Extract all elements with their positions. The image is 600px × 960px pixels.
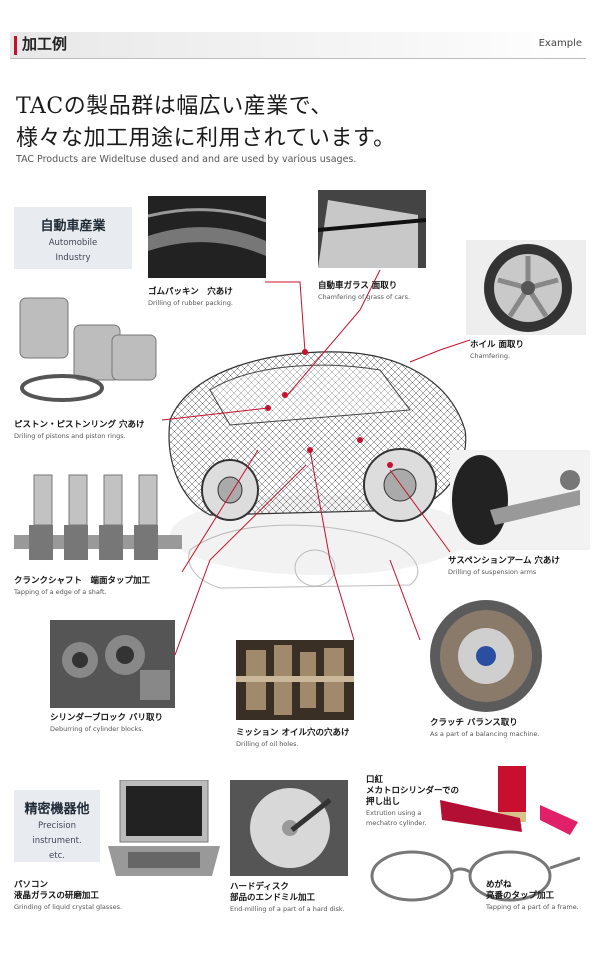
rubber-packing-photo [148, 196, 266, 278]
category-automobile: 自動車産業 Automobile Industry [14, 207, 132, 269]
header-accent-mark [14, 36, 17, 55]
headline-line-2: 様々な加工用途に利用されています。 [16, 126, 396, 151]
label-rubber-packing-jp: ゴムパッキン 穴あけ [148, 287, 233, 297]
category-precision-sub1: Precision [38, 821, 76, 831]
label-suspension-en: Drilling of suspension arms [448, 568, 537, 576]
label-glasses: めがね 亮番のタップ加工 Tapping of a part of a fram… [486, 880, 579, 912]
label-suspension: サスペンションアーム 穴あけ Drilling of suspension ar… [448, 556, 560, 577]
label-car-glass-jp: 自動車ガラス 面取り [318, 281, 398, 291]
piston-photo [12, 290, 162, 408]
headline-line-1: TACの製品群は幅広い産業で、 [16, 94, 333, 119]
transmission-gear-photo [236, 640, 354, 720]
section-subtitle: Example [538, 38, 582, 49]
label-lipstick-jp2: メカトロシリンダーでの [366, 786, 459, 796]
headline-english: TAC Products are Wideltuse dused and and… [16, 154, 357, 165]
label-cylinder-block-jp: シリンダーブロック バリ取り [50, 713, 163, 723]
label-pc-jp2: 液晶ガラスの研磨加工 [14, 891, 99, 901]
cylinder-block-photo [50, 620, 175, 708]
category-precision-sub2: instrument. [32, 836, 82, 846]
wireframe-car-image [150, 330, 480, 600]
label-crankshaft: クランクシャフト 端面タップ加工 Tapping of a edge of a … [14, 576, 150, 597]
label-suspension-jp: サスペンションアーム 穴あけ [448, 556, 560, 566]
label-crankshaft-jp: クランクシャフト 端面タップ加工 [14, 576, 151, 586]
label-glasses-en: Tapping of a part of a frame. [486, 903, 579, 911]
crankshaft-photo [14, 470, 182, 570]
wheel-photo [466, 240, 586, 335]
section-title: 加工例 [22, 35, 68, 53]
label-hdd-jp1: ハードディスク [230, 882, 289, 892]
label-wheel-jp: ホイル 面取り [470, 340, 524, 350]
label-lipstick-jp3: 押し出し [366, 797, 401, 807]
label-hdd: ハードディスク 部品のエンドミル加工 End-milling of a part… [230, 882, 345, 914]
suspension-photo [450, 450, 590, 550]
category-automobile-title: 自動車産業 [40, 219, 106, 234]
label-piston: ピストン・ピストンリング 穴あけ Driling of pistons and … [14, 420, 144, 441]
section-header-bar [10, 32, 586, 59]
label-clutch-jp: クラッチ バランス取り [430, 718, 518, 728]
category-precision-sub3: etc. [49, 851, 65, 861]
label-glasses-jp1: めがね [486, 880, 512, 890]
label-lipstick: 口紅 メカトロシリンダーでの 押し出し Extrution using a me… [366, 775, 459, 828]
label-piston-en: Driling of pistons and piston rings. [14, 432, 126, 440]
lipstick-photo [430, 760, 580, 840]
label-car-glass-en: Chamfering of grass of cars. [318, 293, 411, 301]
label-mission: ミッション オイル穴の穴あけ Drilling of oil holes. [236, 728, 349, 749]
label-car-glass: 自動車ガラス 面取り Chamfering of grass of cars. [318, 281, 410, 302]
category-precision-title: 精密機器他 [24, 802, 90, 817]
car-glass-photo [318, 190, 426, 268]
label-crankshaft-en: Tapping of a edge of a shaft. [14, 588, 107, 596]
label-rubber-packing: ゴムパッキン 穴あけ Drilling of rubber packing. [148, 287, 233, 308]
label-lipstick-jp1: 口紅 [366, 775, 384, 785]
category-automobile-sub2: Industry [55, 253, 91, 263]
label-rubber-packing-en: Drilling of rubber packing. [148, 299, 233, 307]
label-pc: パソコン 液晶ガラスの研磨加工 Grinding of liquid cryst… [14, 880, 122, 912]
label-cylinder-block-en: Deburring of cylinder blocks. [50, 725, 144, 733]
label-wheel-en: Chamfering. [470, 352, 511, 360]
clutch-photo [418, 598, 548, 714]
label-wheel: ホイル 面取り Chamfering. [470, 340, 524, 361]
category-precision: 精密機器他 Precision instrument. etc. [14, 790, 100, 862]
label-cylinder-block: シリンダーブロック バリ取り Deburring of cylinder blo… [50, 713, 163, 734]
laptop-photo [108, 780, 220, 876]
label-pc-en: Grinding of liquid crystal glasses. [14, 903, 123, 911]
category-automobile-sub1: Automobile [48, 238, 98, 248]
eyeglasses-photo [360, 838, 580, 908]
label-lipstick-en2: mechatro cylinder. [366, 819, 427, 827]
hard-disk-photo [230, 780, 348, 876]
label-piston-jp: ピストン・ピストンリング 穴あけ [14, 420, 145, 430]
label-glasses-jp2: 亮番のタップ加工 [486, 891, 555, 901]
label-pc-jp1: パソコン [14, 880, 49, 890]
label-clutch-en: As a part of a balancing machine. [430, 730, 540, 738]
label-hdd-en: End-milling of a part of a hard disk. [230, 905, 345, 913]
label-clutch: クラッチ バランス取り As a part of a balancing mac… [430, 718, 539, 739]
label-lipstick-en1: Extrution using a [366, 809, 422, 817]
label-mission-jp: ミッション オイル穴の穴あけ [236, 728, 350, 738]
label-hdd-jp2: 部品のエンドミル加工 [230, 893, 316, 903]
label-mission-en: Drilling of oil holes. [236, 740, 299, 748]
